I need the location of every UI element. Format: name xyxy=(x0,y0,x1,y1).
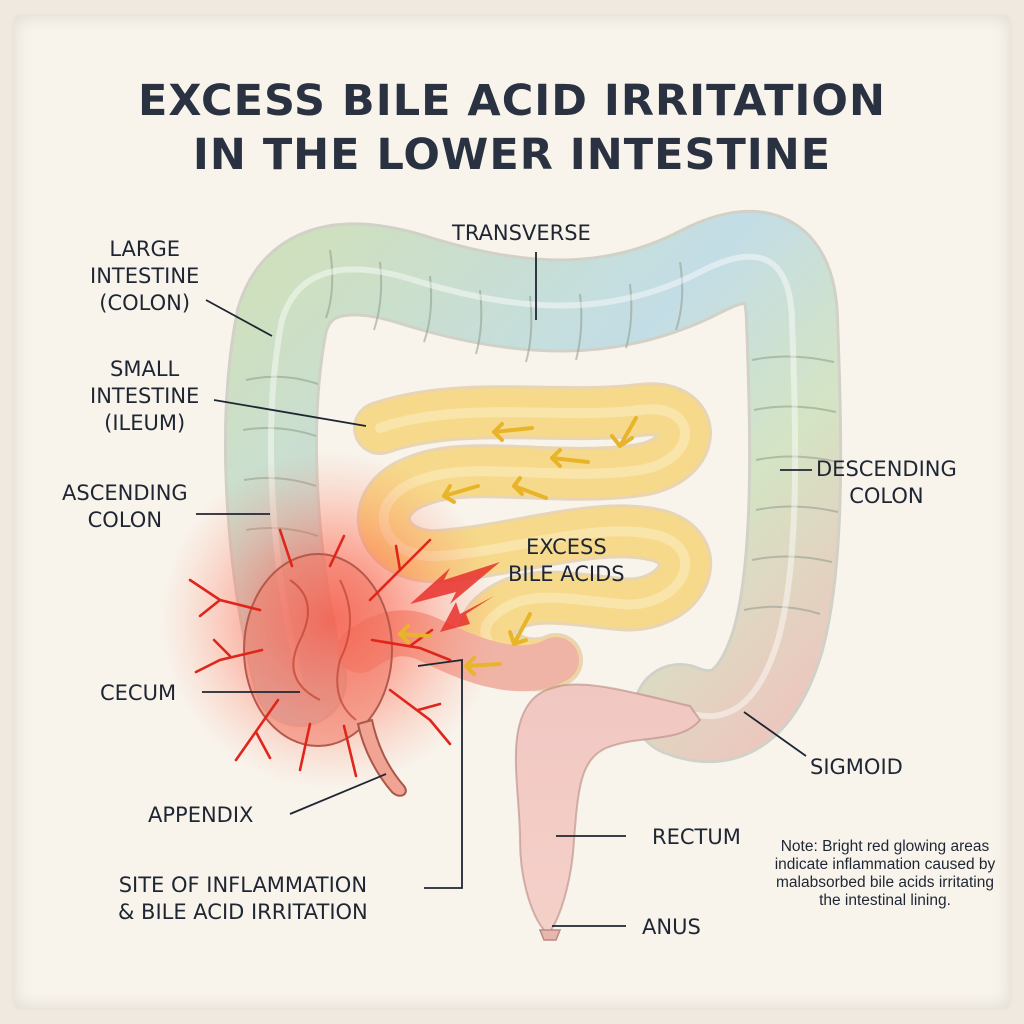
label-appendix: APPENDIX xyxy=(148,803,254,827)
label-rectum: RECTUM xyxy=(652,825,741,849)
appendix-shape xyxy=(356,718,407,797)
label-cecum: CECUM xyxy=(100,681,177,705)
label-descending-colon: DESCENDING COLON xyxy=(816,457,957,508)
bile-acid-red-arrows xyxy=(410,562,500,632)
label-small-intestine: SMALL INTESTINE (ILEUM) xyxy=(90,357,200,435)
label-ascending-colon: ASCENDING COLON xyxy=(62,481,188,532)
label-transverse: TRANSVERSE xyxy=(452,221,591,245)
rectum-shape xyxy=(514,683,702,941)
large-intestine xyxy=(224,209,843,764)
label-site-of-inflammation: SITE OF INFLAMMATION & BILE ACID IRRITAT… xyxy=(118,873,368,924)
bile-flow-yellow-arrows xyxy=(398,416,638,676)
inflamed-vessels xyxy=(188,528,452,778)
title-line-2: IN THE LOWER INTESTINE xyxy=(192,130,832,180)
label-large-intestine: LARGE INTESTINE (COLON) xyxy=(90,237,200,315)
cecum-inflammation xyxy=(160,450,500,790)
title-line-1: EXCESS BILE ACID IRRITATION xyxy=(138,76,886,126)
leader-lines xyxy=(196,252,812,927)
label-anus: ANUS xyxy=(642,915,701,939)
inflammation-note: Note: Bright red glowing areas indicate … xyxy=(774,838,996,909)
diagram-title: EXCESS BILE ACID IRRITATION IN THE LOWER… xyxy=(0,74,1024,182)
label-excess-bile-acids: EXCESS BILE ACIDS xyxy=(508,535,625,586)
label-sigmoid: SIGMOID xyxy=(810,755,903,779)
paper-background xyxy=(14,16,1010,1008)
